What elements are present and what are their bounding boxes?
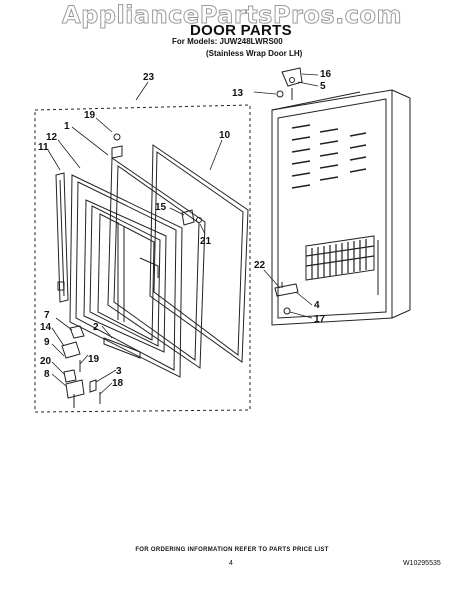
callout-4: 4 [314, 300, 320, 311]
callout-10: 10 [219, 130, 231, 141]
cabinet-outline [271, 89, 411, 326]
callout-9: 9 [44, 337, 50, 348]
callout-7: 7 [44, 310, 50, 321]
variant-line: (Stainless Wrap Door LH) [206, 49, 303, 58]
callout-8: 8 [44, 369, 50, 380]
callout-18: 18 [112, 378, 124, 389]
callout-16: 16 [320, 69, 332, 80]
hinge-screws [276, 88, 293, 100]
watermark-text: AppliancePartsPros.com [62, 1, 402, 30]
top-hinge [281, 67, 303, 87]
lower-hinge-hardware [61, 325, 101, 408]
door-gasket [149, 144, 249, 363]
document-number: W10295535 [403, 560, 441, 567]
callout-19-lower: 19 [88, 354, 100, 365]
callout-3: 3 [116, 366, 122, 377]
ordering-note: FOR ORDERING INFORMATION REFER TO PARTS … [135, 547, 329, 553]
callout-11: 11 [38, 142, 49, 153]
callout-5: 5 [320, 81, 326, 92]
callout-12: 12 [46, 132, 58, 143]
inner-door-panel [107, 157, 206, 369]
door-handle [55, 172, 69, 303]
door-assembly-boundary [34, 104, 251, 413]
models-line: For Models: JUW248LWRS00 [172, 37, 283, 46]
door-small-hardware [111, 133, 202, 226]
outer-door-frame [69, 174, 183, 378]
callout-17: 17 [314, 314, 326, 325]
callout-23: 23 [143, 72, 155, 83]
callout-labels: 23 19 1 12 11 10 15 21 2 7 14 9 19 20 8 … [38, 69, 332, 389]
callout-22: 22 [254, 260, 266, 271]
callout-14: 14 [40, 322, 52, 333]
callout-13: 13 [232, 88, 244, 99]
page-title: DOOR PARTS [190, 22, 292, 39]
callout-19-top: 19 [84, 110, 96, 121]
bottom-hinge [274, 282, 299, 315]
page-number: 4 [229, 560, 233, 567]
callout-20: 20 [40, 356, 52, 367]
callout-21: 21 [200, 236, 212, 247]
callout-15: 15 [155, 202, 167, 213]
callout-1: 1 [64, 121, 70, 132]
callout-2: 2 [93, 322, 99, 333]
callout-leader-lines [47, 73, 319, 395]
